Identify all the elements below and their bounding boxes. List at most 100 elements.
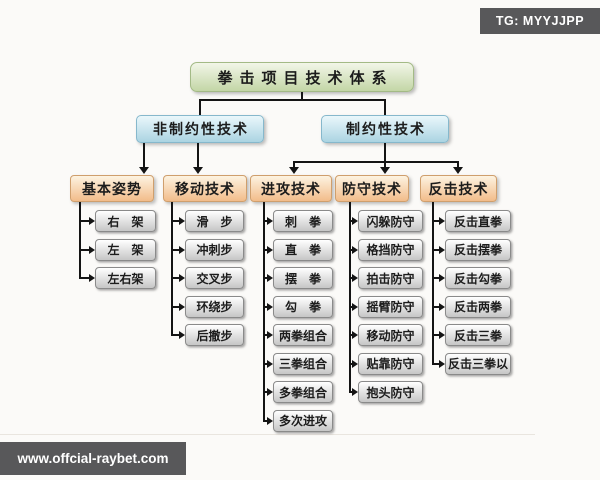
leaf-node-label: 贴靠防守 xyxy=(366,357,415,371)
leaf-node-3-3: 摆 拳 xyxy=(273,267,333,289)
category-node-3: 进攻技术 xyxy=(250,175,332,202)
watermark-telegram-text: TG: MYYJJPP xyxy=(495,14,585,28)
arrowhead-down xyxy=(139,167,149,174)
arrowhead-right xyxy=(89,245,95,254)
leaf-node-label: 格挡防守 xyxy=(366,243,415,257)
category-node-label: 进攻技术 xyxy=(261,180,321,197)
connector-line xyxy=(350,391,353,393)
leaf-node-4-7: 抱头防守 xyxy=(358,381,423,403)
connector-line xyxy=(172,248,180,251)
connector-line xyxy=(264,391,268,393)
leaf-node-label: 环绕步 xyxy=(196,300,233,314)
arrowhead-down xyxy=(289,167,299,174)
leaf-node-4-4: 摇臂防守 xyxy=(358,295,423,318)
leaf-node-label: 刺 拳 xyxy=(284,214,321,229)
leaf-node-label: 移动防守 xyxy=(366,328,415,343)
leaf-node-3-4: 勾 拳 xyxy=(273,295,333,318)
connector-line xyxy=(350,334,353,336)
category-node-label: 防守技术 xyxy=(342,180,402,197)
connector-line xyxy=(199,99,386,101)
connector-line xyxy=(171,202,173,336)
arrowhead-right xyxy=(267,302,273,311)
leaf-node-label: 三拳组合 xyxy=(278,357,327,371)
leaf-node-2-2: 冲刺步 xyxy=(185,238,244,261)
arrowhead-down xyxy=(380,167,390,174)
leaf-node-label: 两拳组合 xyxy=(278,328,327,343)
leaf-node-2-4: 环绕步 xyxy=(185,295,244,318)
leaf-node-3-8: 多次进攻 xyxy=(273,409,333,432)
leaf-node-label: 反击摆拳 xyxy=(453,243,502,257)
connector-line xyxy=(172,305,180,308)
arrowhead-right xyxy=(352,245,358,254)
arrowhead-right xyxy=(267,217,273,225)
connector-line xyxy=(433,305,440,308)
arrowhead-right xyxy=(352,359,358,368)
category-node-2: 移动技术 xyxy=(163,175,247,202)
arrowhead-right xyxy=(439,245,445,254)
leaf-node-label: 多拳组合 xyxy=(278,385,327,400)
arrowhead-right xyxy=(179,245,185,254)
leaf-node-1-2: 左 架 xyxy=(95,238,156,261)
leaf-node-label: 反击三拳以 xyxy=(447,357,508,371)
arrowhead-right xyxy=(439,217,445,225)
arrowhead-right xyxy=(352,331,358,339)
leaf-node-label: 反击勾拳 xyxy=(453,271,502,286)
category-node-4: 防守技术 xyxy=(335,175,409,202)
leaf-node-2-1: 滑 步 xyxy=(185,210,244,232)
connector-line xyxy=(264,305,268,308)
leaf-node-2-3: 交叉步 xyxy=(185,267,244,289)
category-node-label: 移动技术 xyxy=(175,180,235,197)
leaf-node-3-1: 刺 拳 xyxy=(273,210,333,232)
category-node-label: 基本姿势 xyxy=(82,180,142,197)
arrowhead-right xyxy=(352,302,358,311)
connector-line xyxy=(350,277,353,279)
leaf-node-5-3: 反击勾拳 xyxy=(445,267,511,289)
leaf-node-label: 交叉步 xyxy=(196,271,233,286)
arrowhead-down xyxy=(193,167,203,174)
leaf-node-5-1: 反击直拳 xyxy=(445,210,511,232)
connector-line xyxy=(79,202,81,279)
leaf-node-5-5: 反击三拳 xyxy=(445,324,511,346)
connector-line xyxy=(197,143,199,168)
category-node-5: 反击技术 xyxy=(420,175,497,202)
connector-line xyxy=(80,277,90,279)
arrowhead-right xyxy=(89,217,95,225)
leaf-node-4-5: 移动防守 xyxy=(358,324,423,346)
arrowhead-right xyxy=(352,274,358,282)
leaf-node-label: 抱头防守 xyxy=(366,385,415,400)
arrowhead-right xyxy=(267,388,273,396)
leaf-node-1-1: 右 架 xyxy=(95,210,156,232)
arrowhead-down xyxy=(453,167,463,174)
arrowhead-right xyxy=(179,274,185,282)
arrowhead-right xyxy=(89,274,95,282)
leaf-node-5-2: 反击摆拳 xyxy=(445,238,511,261)
watermark-url-text: www.offcial-raybet.com xyxy=(17,451,169,466)
connector-line xyxy=(264,334,268,336)
branch-node-unconstrained: 非制约性技术 xyxy=(136,115,264,143)
leaf-node-3-5: 两拳组合 xyxy=(273,324,333,346)
leaf-node-4-3: 拍击防守 xyxy=(358,267,423,289)
leaf-node-label: 多次进攻 xyxy=(278,414,327,428)
leaf-node-label: 摆 拳 xyxy=(284,271,321,286)
leaf-node-3-2: 直 拳 xyxy=(273,238,333,261)
arrowhead-right xyxy=(267,245,273,254)
connector-line xyxy=(350,248,353,251)
connector-line xyxy=(433,334,440,336)
connector-line xyxy=(264,419,268,422)
connector-line xyxy=(264,277,268,279)
leaf-node-label: 勾 拳 xyxy=(284,300,321,314)
leaf-node-4-1: 闪躲防守 xyxy=(358,210,423,232)
connector-line xyxy=(172,220,180,222)
leaf-node-1-3: 左右架 xyxy=(95,267,156,289)
leaf-node-label: 左右架 xyxy=(107,271,144,286)
connector-line xyxy=(172,277,180,279)
leaf-node-label: 反击直拳 xyxy=(453,214,502,229)
leaf-node-label: 右 架 xyxy=(107,214,144,229)
leaf-node-label: 反击三拳 xyxy=(453,328,502,343)
connector-line xyxy=(350,220,353,222)
leaf-node-4-2: 格挡防守 xyxy=(358,238,423,261)
connector-line xyxy=(433,362,440,365)
leaf-node-label: 后撤步 xyxy=(196,328,233,343)
leaf-node-label: 摇臂防守 xyxy=(366,300,415,314)
arrowhead-right xyxy=(439,331,445,339)
